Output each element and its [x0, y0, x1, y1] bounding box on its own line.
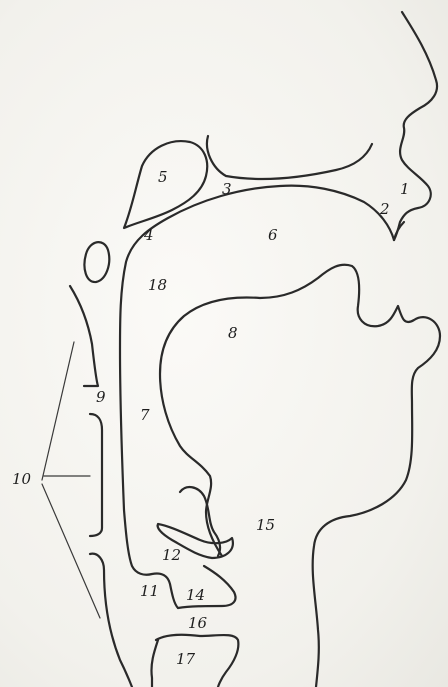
label-7: 7: [140, 406, 150, 424]
label-11: 11: [140, 582, 159, 600]
epiglottis-outline: [180, 487, 220, 556]
label-5: 5: [158, 168, 168, 186]
nasal-cavity-outline: [207, 136, 372, 179]
label-17: 17: [176, 650, 196, 668]
label-18: 18: [148, 276, 167, 294]
label-4: 4: [143, 226, 154, 244]
label-3: 3: [222, 180, 232, 198]
vertebra-upper-outline: [70, 286, 98, 386]
label-15: 15: [256, 516, 275, 534]
label-12: 12: [162, 546, 181, 564]
label-9: 9: [96, 388, 106, 406]
leader-line-10-lower: [42, 484, 100, 618]
label-1: 1: [400, 180, 410, 198]
vertebra-middle-outline: [90, 414, 102, 536]
label-10: 10: [12, 470, 32, 488]
leader-line-10-upper: [42, 342, 74, 480]
label-16: 16: [188, 614, 208, 632]
label-6: 6: [268, 226, 278, 244]
face-profile-outline: [394, 12, 437, 240]
label-14: 14: [186, 586, 205, 604]
adenoid-outline: [84, 242, 109, 282]
vertebra-lower-outline: [90, 554, 132, 687]
label-8: 8: [228, 324, 238, 342]
label-2: 2: [379, 200, 390, 218]
